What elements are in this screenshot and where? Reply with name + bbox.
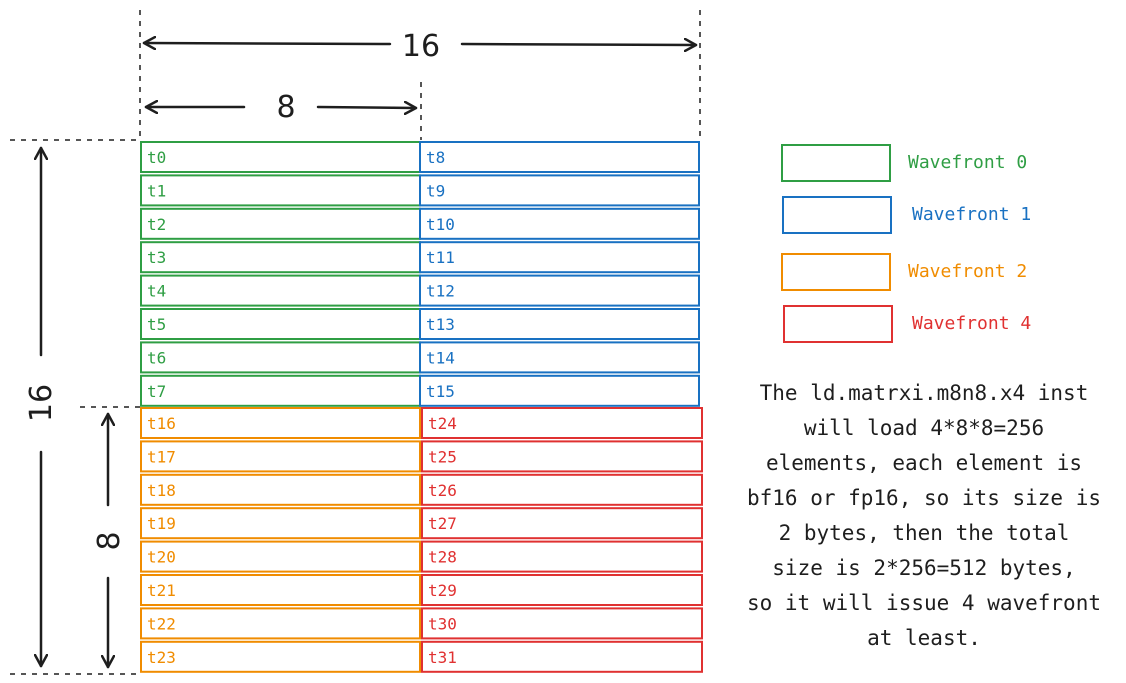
- top-width-arrow-right: [460, 44, 698, 45]
- thread-cell: [140, 574, 421, 606]
- thread-cell: [421, 407, 703, 439]
- guide-lines: [10, 10, 701, 675]
- thread-cell: [140, 241, 421, 274]
- thread-label: t21: [147, 581, 176, 600]
- thread-label: t9: [426, 181, 445, 200]
- thread-cell: [421, 540, 703, 573]
- thread-label: t16: [147, 414, 176, 433]
- thread-cell: [419, 308, 700, 340]
- dimension-arrows: [41, 43, 698, 669]
- left-height-label: 16: [24, 384, 59, 422]
- thread-label: t10: [426, 215, 455, 234]
- thread-label: t0: [147, 148, 166, 167]
- thread-label: t3: [147, 248, 166, 267]
- thread-label: t13: [426, 315, 455, 334]
- thread-cell: [419, 174, 700, 207]
- thread-cell: [419, 341, 700, 374]
- thread-cell: [419, 207, 700, 240]
- thread-block-wavefront-1: t8 t9 t10 t11 t12 t13 t14 t15: [419, 141, 700, 407]
- thread-cell: [419, 241, 700, 274]
- thread-label: t5: [147, 315, 166, 334]
- legend-swatch-wavefront-1: [782, 196, 892, 234]
- legend-label-wavefront-4: Wavefront 4: [912, 313, 1031, 334]
- thread-cell: [140, 540, 421, 573]
- thread-cell: [419, 141, 700, 173]
- thread-cell: [140, 607, 421, 640]
- thread-label: t24: [428, 414, 457, 433]
- thread-label: t7: [147, 382, 166, 401]
- thread-label: t11: [426, 248, 455, 267]
- legend-swatch-wavefront-0: [781, 144, 891, 182]
- thread-cell: [421, 607, 703, 640]
- legend-label-wavefront-0: Wavefront 0: [908, 152, 1027, 173]
- thread-label: t15: [426, 382, 455, 401]
- thread-cell: [140, 440, 421, 473]
- thread-cell: [140, 473, 421, 506]
- legend-swatch-wavefront-4: [783, 305, 893, 343]
- thread-cell: [140, 141, 421, 173]
- legend-label-wavefront-1: Wavefront 1: [912, 204, 1031, 225]
- thread-label: t1: [147, 181, 166, 200]
- thread-label: t12: [426, 282, 455, 301]
- thread-label: t6: [147, 348, 166, 367]
- top-width-arrow-left: [142, 43, 392, 44]
- half-height-label: 8: [92, 531, 127, 550]
- thread-cell: [140, 374, 421, 407]
- thread-cell: [421, 640, 703, 673]
- thread-cell: [140, 341, 421, 374]
- thread-cell: [140, 507, 421, 540]
- half-width-label: 8: [276, 90, 295, 125]
- legend-label-wavefront-2: Wavefront 2: [908, 261, 1027, 282]
- thread-cell: [140, 407, 421, 439]
- half-width-arrow-right: [316, 107, 418, 108]
- top-width-label: 16: [402, 29, 440, 64]
- thread-label: t14: [426, 348, 455, 367]
- thread-label: t17: [147, 447, 176, 466]
- thread-label: t30: [428, 614, 457, 633]
- thread-label: t28: [428, 548, 457, 567]
- explanation-note: The ld.matrxi.m8n8.x4 inst will load 4*8…: [746, 381, 1101, 650]
- thread-label: t23: [147, 648, 176, 667]
- thread-label: t25: [428, 447, 457, 466]
- thread-cell: [140, 640, 421, 673]
- thread-cell: [419, 374, 700, 407]
- thread-label: t2: [147, 215, 166, 234]
- thread-cell: [421, 507, 703, 540]
- thread-block-wavefront-4: t24 t25 t26 t27 t28 t29 t30 t31: [421, 407, 703, 673]
- thread-label: t31: [428, 648, 457, 667]
- thread-cell: [140, 207, 421, 240]
- thread-label: t20: [147, 548, 176, 567]
- thread-cell: [140, 308, 421, 340]
- thread-cell: [421, 574, 703, 606]
- thread-label: t29: [428, 581, 457, 600]
- thread-cell: [140, 274, 421, 307]
- thread-block-wavefront-2: t16 t17 t18 t19 t20 t21 t22 t23: [140, 407, 421, 673]
- thread-label: t27: [428, 514, 457, 533]
- legend-swatch-wavefront-2: [781, 253, 891, 291]
- thread-label: t4: [147, 282, 166, 301]
- thread-cell: [140, 174, 421, 207]
- thread-label: t26: [428, 481, 457, 500]
- thread-label: t19: [147, 514, 176, 533]
- thread-cell: [419, 274, 700, 307]
- thread-label: t22: [147, 614, 176, 633]
- thread-cell: [421, 473, 703, 506]
- thread-block-wavefront-0: t0 t1 t2 t3 t4 t5 t6 t7: [140, 141, 421, 407]
- legend: Wavefront 0 Wavefront 1 Wavefront 2 Wave…: [781, 144, 1031, 343]
- thread-label: t8: [426, 148, 445, 167]
- thread-cell: [421, 440, 703, 473]
- thread-label: t18: [147, 481, 176, 500]
